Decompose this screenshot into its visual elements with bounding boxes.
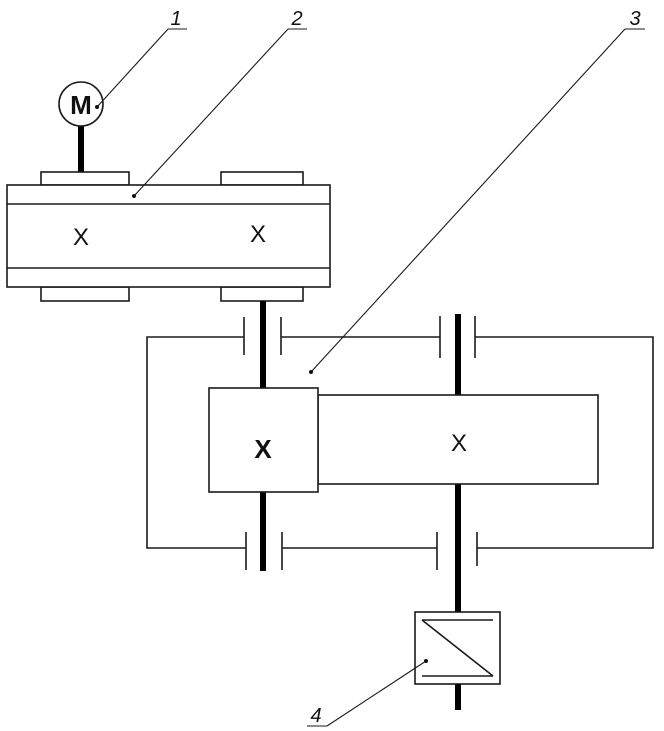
position-label: 2	[290, 8, 302, 30]
position-label: 3	[629, 8, 640, 30]
motor-circle	[58, 81, 104, 127]
pulley-mark-right: X	[250, 221, 266, 248]
leader-dot	[309, 370, 313, 374]
pinion-mark: X	[254, 434, 272, 464]
leader-3: 3	[309, 8, 645, 374]
leader-line	[96, 28, 169, 108]
pinion-gear	[208, 387, 319, 493]
pulley-hub-top-right	[220, 171, 304, 186]
leader-line	[310, 28, 626, 373]
belt-drive: X X	[6, 171, 331, 302]
leader-line	[133, 28, 289, 197]
pulley-hub-bottom-left	[40, 286, 130, 302]
leader-dot	[132, 194, 136, 198]
motor: M	[58, 81, 104, 172]
pulley-hub-bottom-right	[220, 286, 304, 302]
housing-right	[475, 336, 654, 549]
leader-dot	[424, 659, 428, 663]
pulley-mark-left: X	[73, 224, 89, 251]
leader-1: 1	[95, 8, 187, 109]
motor-symbol: M	[70, 90, 92, 120]
coupling	[414, 611, 501, 710]
gear-reducer: X X	[146, 301, 654, 612]
leader-dot	[95, 105, 99, 109]
coupling-diagonal	[421, 619, 494, 677]
belt-drive-body	[6, 184, 331, 288]
gear-mark: X	[451, 430, 467, 457]
pulley-hub-top-left	[40, 171, 130, 186]
leader-4: 4	[307, 659, 428, 727]
position-label: 1	[170, 8, 181, 30]
driven-gear	[317, 394, 599, 485]
position-label: 4	[310, 705, 321, 727]
leader-2: 2	[132, 8, 307, 198]
leader-line	[326, 660, 427, 727]
housing-left	[146, 336, 246, 549]
